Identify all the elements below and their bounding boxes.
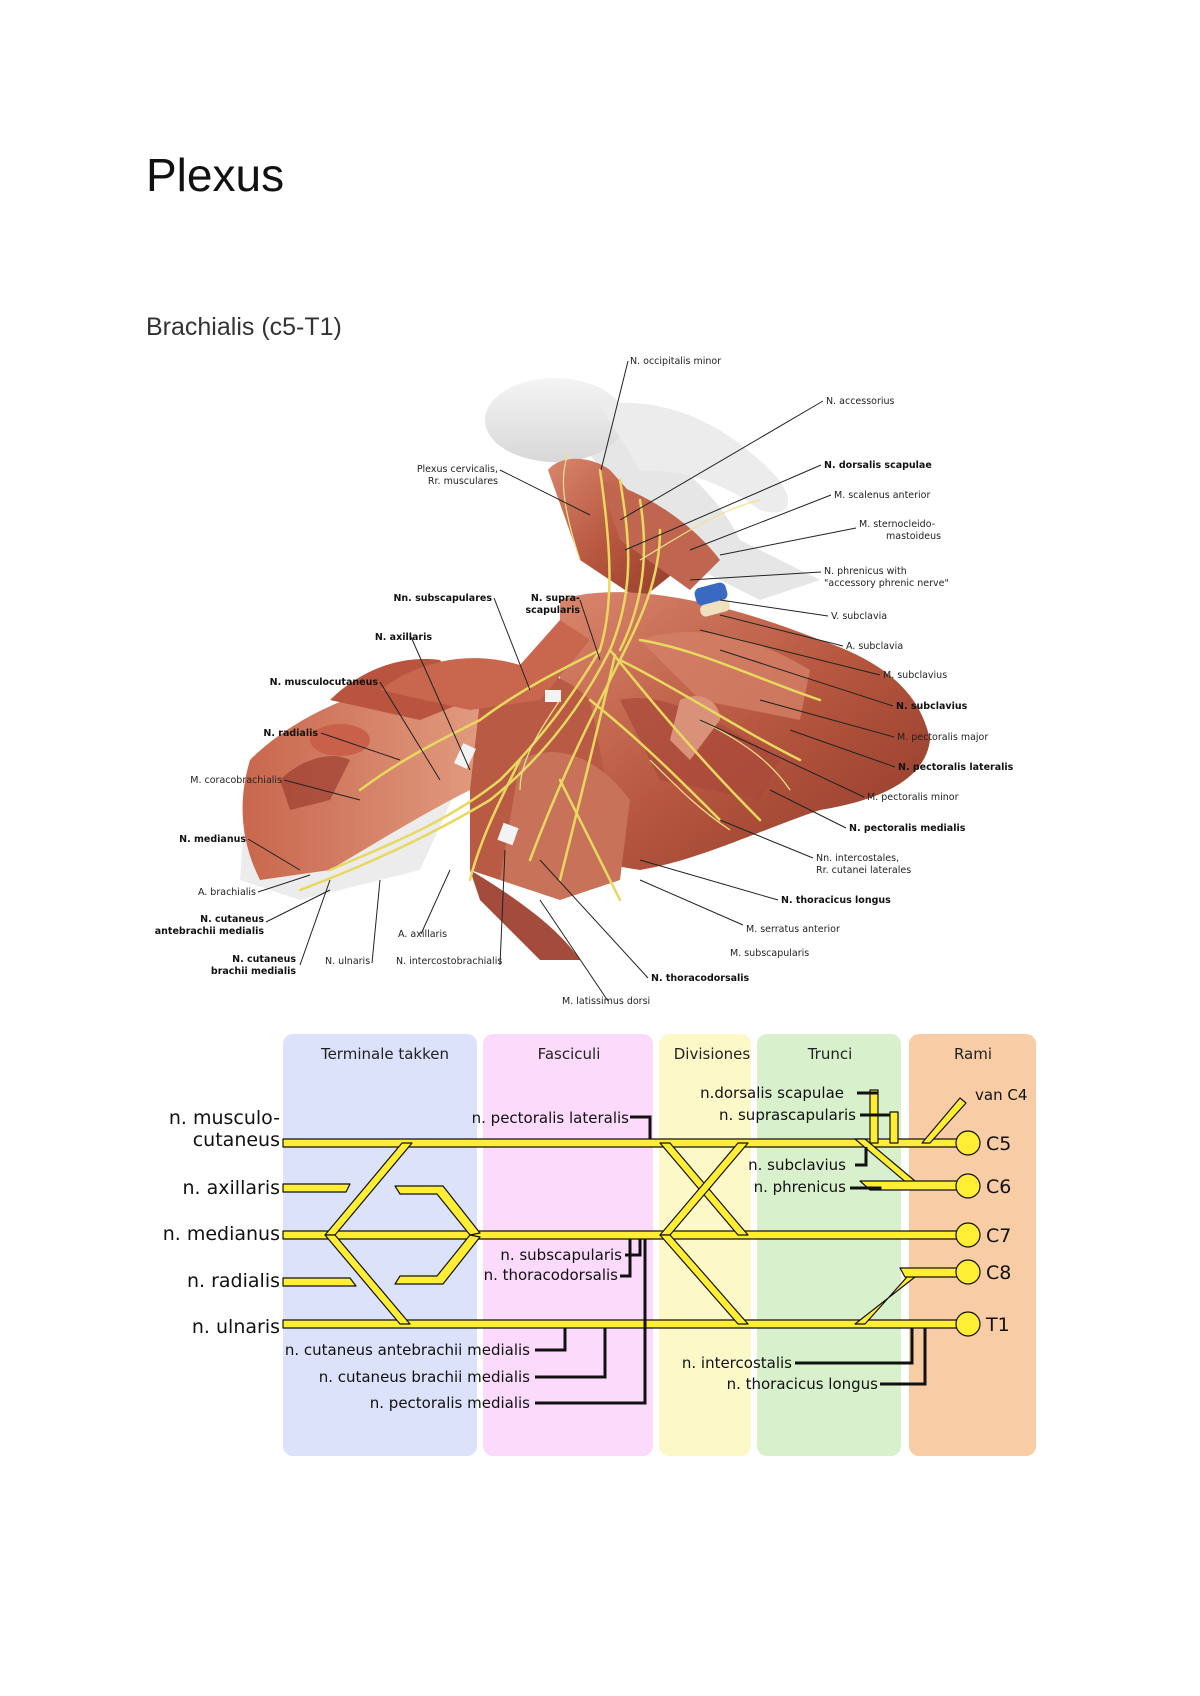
label-a-axillaris: A. axillaris (398, 929, 447, 940)
terminal-ulnaris: n. ulnaris (192, 1316, 280, 1338)
terminal-musculo-2: cutaneus (193, 1129, 280, 1151)
terminal-musculo-1: n. musculo- (169, 1107, 280, 1129)
label-thoracodorsalis: N. thoracodorsalis (651, 973, 750, 984)
label-suprascapularis-2: scapularis (525, 605, 580, 616)
column-header-terminal: Terminale takken (320, 1045, 449, 1063)
root-c6-label: C6 (986, 1176, 1011, 1198)
branch-suprascapularis: n. suprascapularis (719, 1106, 856, 1124)
label-intercostobrachialis: N. intercostobrachialis (396, 956, 502, 967)
root-c5-label: C5 (986, 1133, 1011, 1155)
anatomy-leader-lines (247, 360, 896, 1002)
label-serratus-anterior: M. serratus anterior (746, 924, 840, 935)
label-sternocleido-2: mastoideus (886, 531, 941, 542)
label-intercostales-2: Rr. cutanei laterales (816, 865, 911, 876)
label-subscapulares: Nn. subscapulares (393, 593, 492, 604)
column-header-rami: Rami (954, 1045, 992, 1063)
column-header-divisiones: Divisiones (674, 1045, 751, 1063)
label-suprascapularis-1: N. supra- (531, 593, 580, 604)
branch-thoracodorsalis: n. thoracodorsalis (484, 1266, 619, 1284)
branch-cut-antebrachii: n. cutaneus antebrachii medialis (285, 1341, 530, 1359)
root-t1-label: T1 (985, 1314, 1010, 1336)
label-coracobrachialis: M. coracobrachialis (190, 775, 282, 786)
root-c8-node (955, 1259, 981, 1285)
branch-pectoralis-medialis: n. pectoralis medialis (370, 1394, 530, 1412)
label-musculocutaneus: N. musculocutaneus (270, 677, 379, 688)
label-cut-brachii-1: N. cutaneus (232, 954, 296, 965)
label-rr-musculares: Rr. musculares (428, 476, 498, 487)
terminal-radialis: n. radialis (187, 1270, 280, 1292)
label-n-ulnaris: N. ulnaris (325, 956, 370, 967)
root-c7-node (955, 1222, 981, 1248)
label-a-subclavia: A. subclavia (846, 641, 903, 652)
label-occipitalis-minor: N. occipitalis minor (630, 356, 721, 367)
branch-thoracicus-longus: n. thoracicus longus (727, 1375, 879, 1393)
label-pectoralis-medialis: N. pectoralis medialis (849, 823, 966, 834)
label-a-brachialis: A. brachialis (198, 887, 256, 898)
label-m-subscapularis: M. subscapularis (730, 948, 809, 959)
section-heading: Brachialis (c5-T1) (146, 313, 342, 341)
label-thoracicus-longus: N. thoracicus longus (781, 895, 891, 906)
column-header-fasciculi: Fasciculi (538, 1045, 601, 1063)
column-header-trunci: Trunci (807, 1045, 853, 1063)
label-plexus-cervicalis: Plexus cervicalis, (417, 464, 498, 475)
branch-cut-brachii: n. cutaneus brachii medialis (319, 1368, 530, 1386)
label-v-subclavia: V. subclavia (831, 611, 887, 622)
root-c8-label: C8 (986, 1262, 1011, 1284)
root-c6-node (955, 1173, 981, 1199)
branch-dorsalis-scapulae: n.dorsalis scapulae (700, 1084, 844, 1102)
label-n-medianus: N. medianus (179, 834, 246, 845)
anatomy-labels: N. occipitalis minor N. accessorius Plex… (155, 356, 1014, 1007)
label-accessorius: N. accessorius (826, 396, 895, 407)
label-n-radialis: N. radialis (263, 728, 318, 739)
page-title: Plexus (146, 149, 285, 201)
root-c5-node (955, 1130, 981, 1156)
column-fasciculi (483, 1034, 653, 1456)
label-n-axillaris: N. axillaris (375, 632, 433, 643)
label-cut-antebrachii-2: antebrachii medialis (155, 926, 265, 937)
terminal-medianus: n. medianus (163, 1223, 280, 1245)
label-pectoralis-minor: M. pectoralis minor (867, 792, 959, 803)
label-dorsalis-scapulae: N. dorsalis scapulae (824, 460, 932, 471)
terminal-axillaris: n. axillaris (183, 1177, 280, 1199)
branch-van-c4: van C4 (975, 1086, 1027, 1104)
branch-intercostalis: n. intercostalis (682, 1354, 792, 1372)
root-c7-label: C7 (986, 1225, 1011, 1247)
label-phrenicus-2: "accessory phrenic nerve" (824, 578, 949, 589)
plexus-diagram: Terminale takken Fasciculi Divisiones Tr… (163, 1034, 1036, 1456)
branch-subscapularis: n. subscapularis (500, 1246, 622, 1264)
label-sternocleido-1: M. sternocleido- (859, 519, 935, 530)
label-scalenus-anterior: M. scalenus anterior (834, 490, 930, 501)
column-terminal (283, 1034, 477, 1456)
label-m-subclavius: M. subclavius (883, 670, 947, 681)
label-cut-antebrachii-1: N. cutaneus (200, 914, 264, 925)
label-latissimus: M. latissimus dorsi (562, 996, 650, 1007)
label-intercostales-1: Nn. intercostales, (816, 853, 899, 864)
label-cut-brachii-2: brachii medialis (211, 966, 296, 977)
label-pectoralis-lateralis: N. pectoralis lateralis (898, 762, 1014, 773)
branch-phrenicus: n. phrenicus (754, 1178, 847, 1196)
branch-subclavius: n. subclavius (748, 1156, 846, 1174)
label-n-subclavius: N. subclavius (896, 701, 968, 712)
branch-pectoralis-lateralis: n. pectoralis lateralis (472, 1109, 630, 1127)
label-phrenicus-1: N. phrenicus with (824, 566, 907, 577)
label-pectoralis-major: M. pectoralis major (897, 732, 988, 743)
root-t1-node (955, 1311, 981, 1337)
